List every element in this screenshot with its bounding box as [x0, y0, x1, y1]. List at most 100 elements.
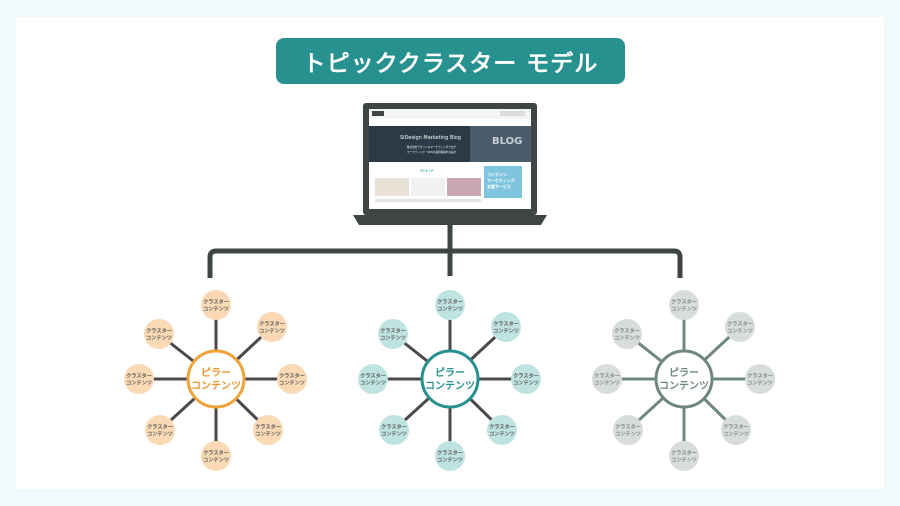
cluster-node-label: クラスター [594, 372, 620, 380]
cluster-node-label: コンテンツ [615, 431, 641, 438]
screen-hero-line1: 株式会社デザインのマーケティングブログ [407, 145, 456, 149]
screen-text-lines [375, 199, 481, 202]
cluster-node-label: クラスター [614, 327, 640, 335]
cluster-node-label: コンテンツ [594, 380, 620, 387]
pillar-label: コンテンツ [191, 380, 241, 392]
cluster-node [745, 364, 775, 394]
cluster-group-3: クラスターコンテンツクラスターコンテンツクラスターコンテンツクラスターコンテンツ… [592, 290, 775, 471]
cluster-node-label: クラスター [360, 372, 386, 380]
cluster-node [491, 312, 521, 342]
cluster-node [613, 415, 643, 445]
cluster-node [669, 290, 699, 320]
cluster-node-label: クラスター [671, 298, 697, 306]
cluster-node-label: コンテンツ [279, 380, 305, 387]
cluster-node [253, 415, 283, 445]
screen-banner-line2: マーケティング [487, 177, 515, 183]
cluster-node-label: クラスター [380, 327, 406, 335]
cluster-node [145, 415, 175, 445]
screen-blog-title: SiDesign Marketing Blog [400, 135, 461, 141]
cluster-node-label: コンテンツ [203, 306, 229, 313]
cluster-node [124, 364, 154, 394]
cluster-node-label: コンテンツ [360, 380, 386, 387]
cluster-group-2: クラスターコンテンツクラスターコンテンツクラスターコンテンツクラスターコンテンツ… [358, 290, 541, 471]
cluster-node-label: クラスター [126, 372, 152, 380]
pillar-node [654, 349, 714, 409]
cluster-node-label: クラスター [437, 298, 463, 306]
cluster-node-label: クラスター [615, 423, 641, 431]
cluster-node [592, 364, 622, 394]
cluster-node-label: コンテンツ [147, 431, 173, 438]
pillar-node [420, 349, 480, 409]
cluster-node-label: コンテンツ [146, 335, 172, 342]
screen-hero-line2: マーケティング・SEOの最新情報をお届け [407, 150, 457, 154]
cluster-node [435, 290, 465, 320]
cluster-node [725, 312, 755, 342]
cluster-node [435, 441, 465, 471]
cluster-node [201, 441, 231, 471]
cluster-node-label: クラスター [279, 372, 305, 380]
cluster-group-1: クラスターコンテンツクラスターコンテンツクラスターコンテンツクラスターコンテンツ… [124, 290, 307, 471]
cluster-node-label: コンテンツ [203, 457, 229, 464]
cluster-node [721, 415, 751, 445]
cluster-node-label: コンテンツ [671, 457, 697, 464]
cluster-node-label: クラスター [723, 423, 749, 431]
cluster-node-label: コンテンツ [255, 431, 281, 438]
cluster-node [487, 415, 517, 445]
screen-thumb-2 [411, 178, 445, 196]
screen-thumb-3 [447, 178, 481, 196]
cluster-node-label: コンテンツ [489, 431, 515, 438]
cluster-node-label: コンテンツ [437, 457, 463, 464]
cluster-node-label: クラスター [255, 423, 281, 431]
screen-pickup: PICK UP [420, 169, 434, 173]
cluster-node-label: クラスター [203, 449, 229, 457]
connector-bus [207, 248, 683, 278]
cluster-node-label: クラスター [493, 320, 519, 328]
cluster-node-label: クラスター [437, 449, 463, 457]
cluster-node-label: クラスター [146, 327, 172, 335]
cluster-node [144, 319, 174, 349]
screen-banner-line1: コンテンツ [487, 171, 507, 177]
cluster-node [669, 441, 699, 471]
screen-header [369, 109, 531, 119]
screen-banner [484, 166, 522, 198]
cluster-node-label: コンテンツ [380, 335, 406, 342]
cluster-node-label: コンテンツ [747, 380, 773, 387]
cluster-node [511, 364, 541, 394]
cluster-node-label: クラスター [147, 423, 173, 431]
connector-lines [207, 225, 683, 278]
cluster-node-label: コンテンツ [513, 380, 539, 387]
cluster-node-label: クラスター [671, 449, 697, 457]
pillar-node [186, 349, 246, 409]
cluster-node [612, 319, 642, 349]
cluster-node-label: クラスター [381, 423, 407, 431]
cluster-node [379, 415, 409, 445]
pillar-label: コンテンツ [659, 380, 709, 392]
title-banner: トピッククラスター モデル [276, 38, 625, 84]
cluster-node-label: コンテンツ [437, 306, 463, 313]
screen-blog-word: BLOG [492, 136, 522, 147]
cluster-node-label: コンテンツ [723, 431, 749, 438]
screen-logo [372, 111, 384, 116]
cluster-node [201, 290, 231, 320]
screen-thumb-1 [375, 178, 409, 196]
cluster-node-label: コンテンツ [614, 335, 640, 342]
laptop-icon: SiDesign Marketing Blog BLOG 株式会社デザインのマー… [353, 103, 547, 225]
cluster-node [358, 364, 388, 394]
screen-banner-line3: 支援サービス [486, 183, 511, 189]
cluster-node-label: コンテンツ [259, 328, 285, 335]
pillar-label: ピラー [201, 367, 231, 379]
cluster-node-label: クラスター [203, 298, 229, 306]
pillar-label: ピラー [435, 367, 465, 379]
pillar-label: ピラー [669, 367, 699, 379]
cluster-node-label: クラスター [727, 320, 753, 328]
cluster-groups: クラスターコンテンツクラスターコンテンツクラスターコンテンツクラスターコンテンツ… [124, 290, 775, 471]
cluster-node-label: クラスター [513, 372, 539, 380]
cluster-node-label: コンテンツ [126, 380, 152, 387]
cluster-node [277, 364, 307, 394]
laptop-base [353, 215, 547, 225]
cluster-node [257, 312, 287, 342]
cluster-node [378, 319, 408, 349]
pillar-label: コンテンツ [425, 380, 475, 392]
cluster-node-label: クラスター [747, 372, 773, 380]
